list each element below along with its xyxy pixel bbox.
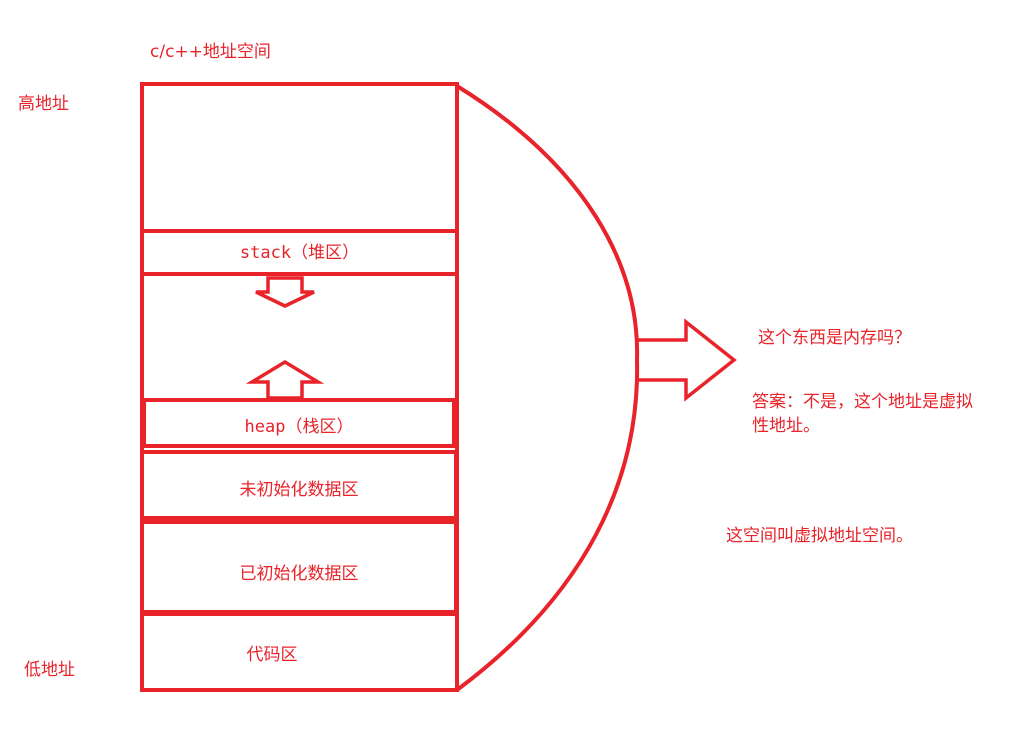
stack-label: stack（堆区）: [239, 243, 360, 263]
address-space-curve: [455, 84, 640, 692]
low-address-label: 低地址: [24, 660, 75, 680]
heap-label: heap（栈区）: [244, 417, 354, 437]
conclusion-text: 这空间叫虚拟地址空间。: [726, 526, 913, 546]
code-label: 代码区: [246, 645, 298, 665]
bss-band: [140, 450, 458, 520]
data-label: 已初始化数据区: [239, 564, 359, 584]
diagram-title: c/c++地址空间: [150, 42, 271, 62]
heap-band: [142, 398, 456, 448]
heap-grow-up-arrow: [245, 359, 325, 400]
virtual-address-arrow: [637, 318, 737, 402]
stack-grow-down-arrow: [255, 276, 315, 308]
bss-label: 未初始化数据区: [239, 480, 359, 500]
question-text: 这个东西是内存吗？: [758, 328, 911, 348]
high-address-label: 高地址: [18, 94, 69, 114]
answer-line-2: 性地址。: [752, 416, 820, 436]
memory-column: [140, 82, 459, 692]
answer-line-1: 答案：不是，这个地址是虚拟: [752, 392, 973, 412]
stack-band: [140, 229, 459, 276]
